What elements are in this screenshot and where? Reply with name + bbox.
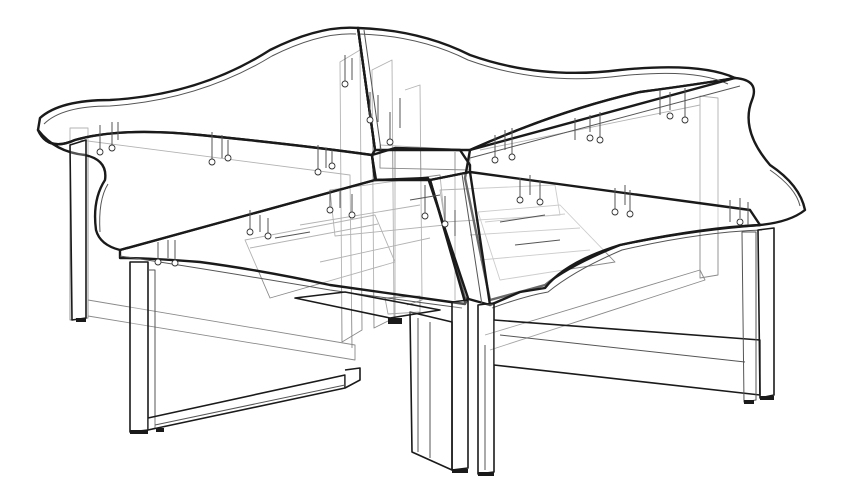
- leg-center-right: [477, 302, 495, 475]
- desk-top-front-right: [428, 170, 762, 307]
- desk-tops: [36, 26, 807, 309]
- top-seams: [356, 26, 741, 307]
- leg-back-left: [69, 139, 87, 321]
- leg-center-left: [451, 299, 469, 471]
- center-opening: [370, 146, 472, 182]
- desk-top-front-left: [118, 176, 470, 306]
- legs: [69, 139, 775, 475]
- connectors: [96, 55, 749, 267]
- desk-top-right: [463, 76, 807, 302]
- leg-front-left: [129, 261, 149, 433]
- feet: [76, 318, 774, 476]
- leg-front-right: [757, 227, 775, 399]
